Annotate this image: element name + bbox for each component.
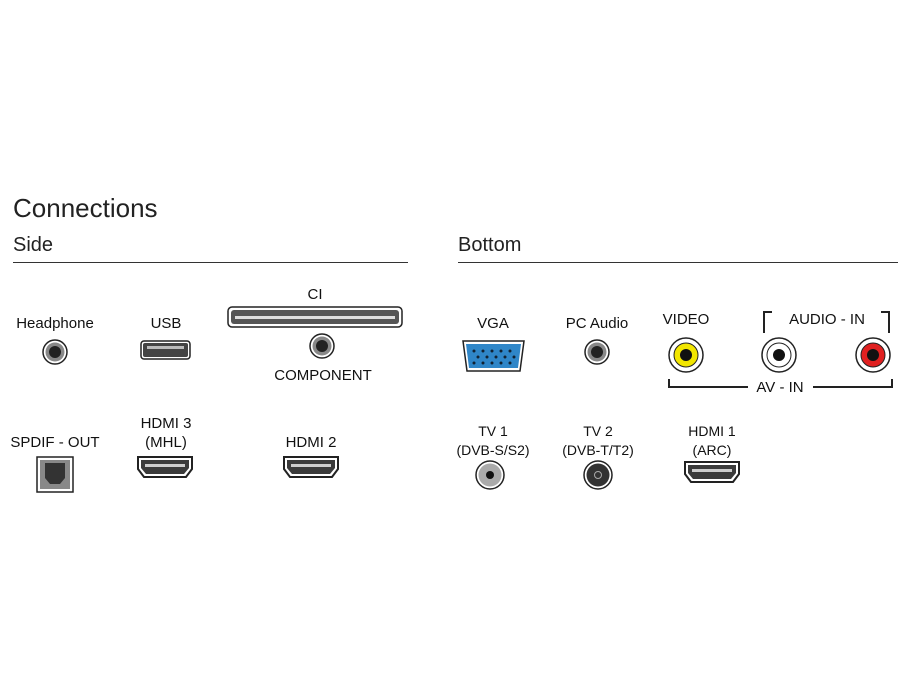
vga-port-icon — [462, 340, 525, 372]
video-rca-yellow-icon — [668, 337, 704, 373]
ci-slot-icon — [227, 306, 403, 328]
hdmi1-sublabel: (ARC) — [692, 442, 732, 458]
pc-audio-jack-icon — [584, 339, 610, 365]
audio-right-rca-red-icon — [855, 337, 891, 373]
component-jack-icon — [309, 333, 335, 359]
tv1-satellite-jack-icon — [475, 460, 505, 490]
divider — [13, 262, 408, 263]
spdif-out-label: SPDIF - OUT — [10, 434, 100, 451]
section-side-heading: Side — [13, 234, 54, 256]
usb-port-icon — [140, 340, 191, 360]
headphone-label: Headphone — [16, 315, 94, 332]
hdmi3-label: HDMI 3 — [140, 415, 192, 432]
hdmi3-sublabel: (MHL) — [145, 434, 187, 451]
section-bottom-heading: Bottom — [458, 234, 522, 256]
video-label: VIDEO — [662, 311, 710, 328]
divider — [458, 262, 898, 263]
hdmi3-port-icon — [137, 456, 193, 478]
tv2-antenna-jack-icon — [583, 460, 613, 490]
hdmi1-port-icon — [684, 461, 740, 483]
audio-in-bracket — [763, 311, 890, 333]
tv1-label: TV 1 — [478, 423, 508, 439]
av-in-label: AV - IN — [756, 379, 804, 396]
pc-audio-label: PC Audio — [565, 315, 629, 332]
hdmi2-label: HDMI 2 — [285, 434, 337, 451]
audio-left-rca-white-icon — [761, 337, 797, 373]
headphone-jack-icon — [42, 339, 68, 365]
tv2-sublabel: (DVB-T/T2) — [562, 442, 634, 458]
audio-in-label: AUDIO - IN — [789, 311, 865, 328]
hdmi1-label: HDMI 1 — [688, 423, 736, 439]
usb-label: USB — [150, 315, 182, 332]
av-in-bracket — [668, 379, 893, 388]
hdmi2-port-icon — [283, 456, 339, 478]
vga-label: VGA — [477, 315, 509, 332]
spdif-optical-icon — [36, 456, 74, 493]
ci-label: CI — [307, 286, 323, 303]
component-label: COMPONENT — [274, 367, 372, 384]
tv2-label: TV 2 — [583, 423, 613, 439]
tv1-sublabel: (DVB-S/S2) — [456, 442, 530, 458]
page-title: Connections — [13, 193, 158, 223]
